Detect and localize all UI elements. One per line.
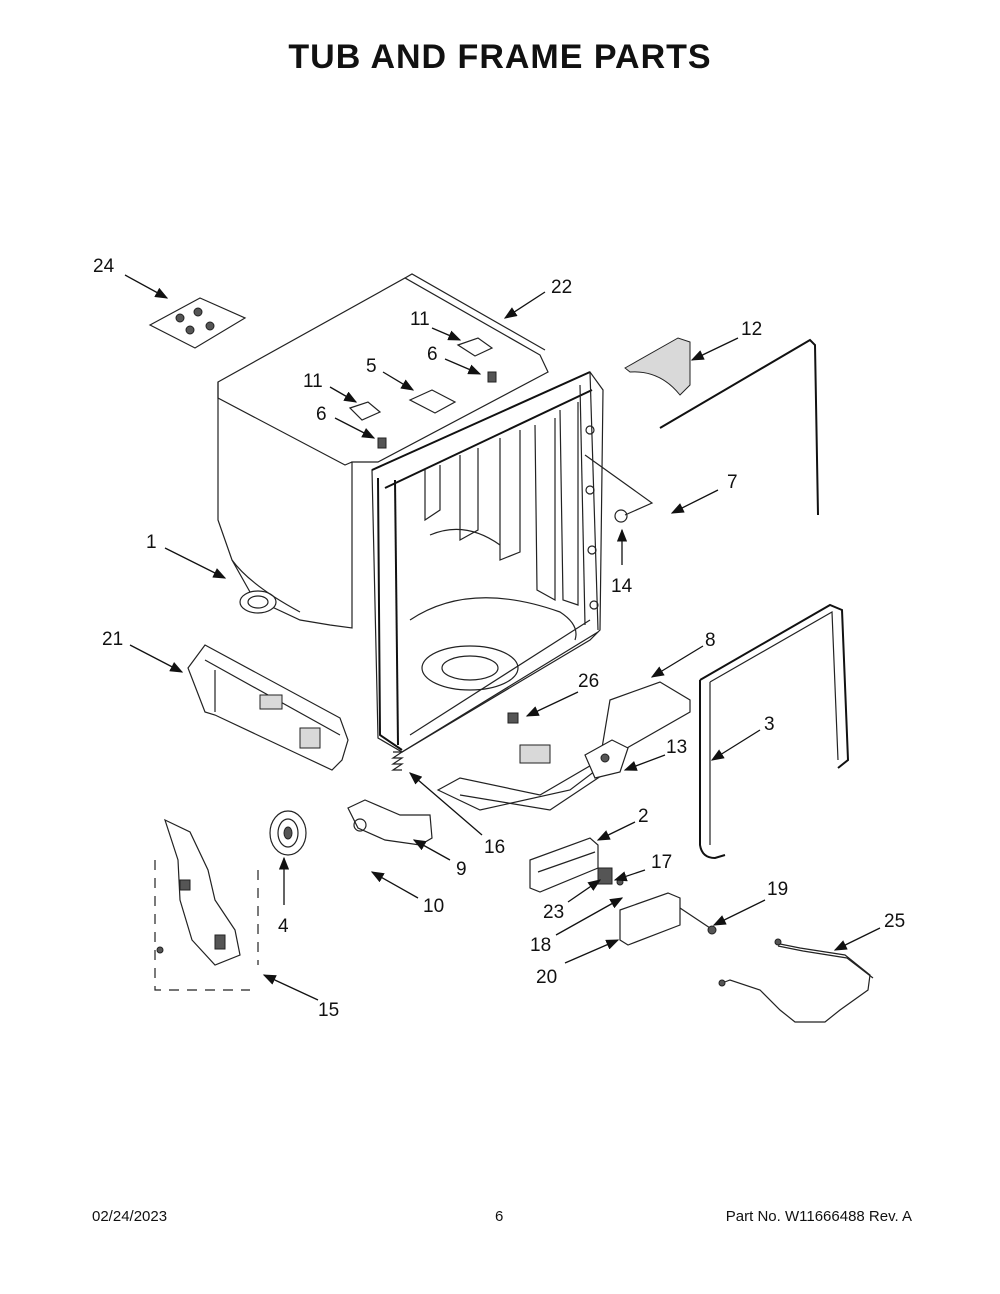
callout-11-upper: 11 (410, 309, 430, 330)
tub-frame-part (371, 371, 604, 753)
callout-9: 9 (456, 859, 467, 880)
callout-15: 15 (318, 1000, 339, 1021)
callout-3: 3 (764, 714, 775, 735)
small-hardware-parts (348, 337, 654, 523)
wire-harness-part (718, 938, 874, 1023)
footer-part-number: Part No. W11666488 Rev. A (725, 1208, 912, 1225)
control-box-part (529, 837, 717, 946)
callout-4: 4 (278, 916, 289, 937)
front-frame-part (187, 644, 349, 771)
callout-26: 26 (578, 671, 599, 692)
callout-6-lower: 6 (316, 404, 327, 425)
callout-14: 14 (611, 576, 633, 597)
callout-13: 13 (666, 737, 687, 758)
door-gasket-part (659, 338, 850, 860)
vent-part (148, 297, 247, 349)
leg-bracket-part (347, 799, 433, 846)
callout-11-lower: 11 (303, 371, 323, 392)
callout-20: 20 (536, 967, 557, 988)
callout-numbers: 24 22 11 6 5 11 6 12 7 14 1 21 8 26 3 13… (93, 256, 905, 1021)
hinge-bracket-part (624, 337, 691, 396)
callout-22: 22 (551, 277, 572, 298)
base-tray-part (436, 681, 691, 811)
callout-12: 12 (741, 319, 762, 340)
callout-25: 25 (884, 911, 905, 932)
door-hinge-assembly-part (154, 818, 259, 991)
callout-21: 21 (102, 629, 123, 650)
callout-17: 17 (651, 852, 672, 873)
callout-23: 23 (543, 902, 564, 923)
callout-24: 24 (93, 256, 115, 277)
wheel-part (269, 810, 307, 856)
page-title: TUB AND FRAME PARTS (288, 38, 712, 76)
callout-8: 8 (705, 630, 716, 651)
leveling-spring-part (391, 712, 519, 771)
callout-2: 2 (638, 806, 649, 827)
callout-16: 16 (484, 837, 505, 858)
inlet-valve-part (584, 739, 629, 779)
footer-page-number: 6 (495, 1208, 504, 1225)
callout-10: 10 (423, 896, 444, 917)
callout-5: 5 (366, 356, 377, 377)
footer-date: 02/24/2023 (92, 1208, 168, 1225)
callout-7: 7 (727, 472, 738, 493)
callout-1: 1 (146, 532, 157, 553)
insulation-blanket-part (217, 273, 549, 629)
callout-18: 18 (530, 935, 551, 956)
callout-6-upper: 6 (427, 344, 438, 365)
leader-arrows (124, 274, 881, 1001)
callout-19: 19 (767, 879, 788, 900)
